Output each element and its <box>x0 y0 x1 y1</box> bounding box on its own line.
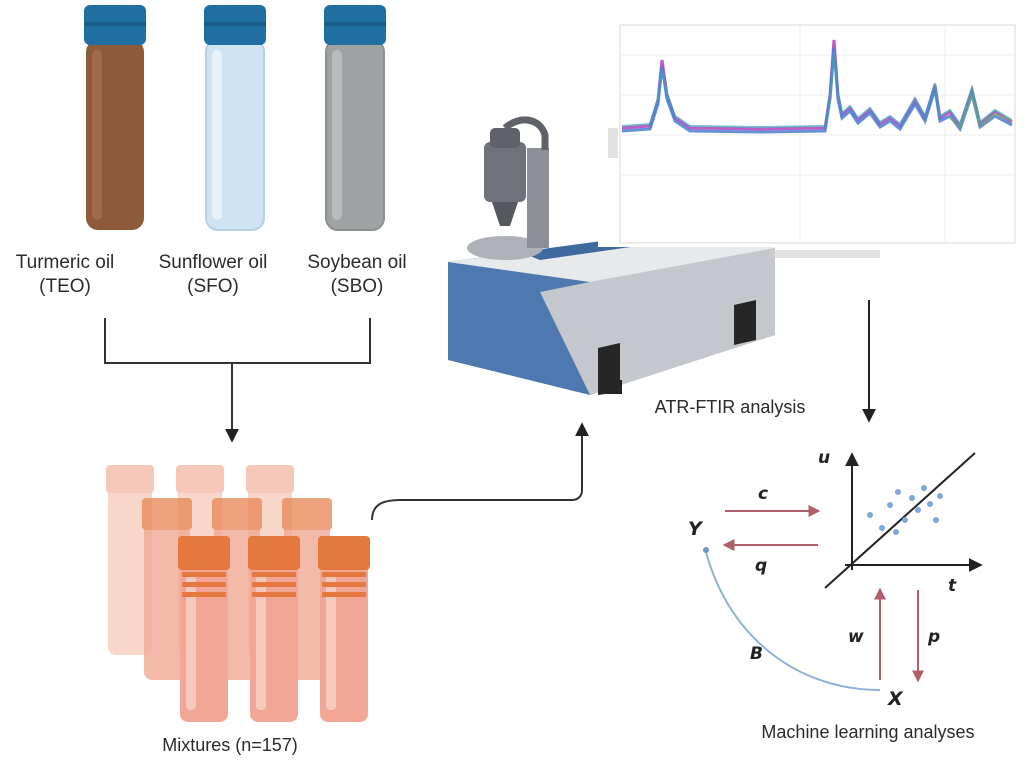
t-label: t <box>948 576 957 596</box>
ml-label: Machine learning analyses <box>761 722 975 742</box>
pls-diagram <box>703 452 983 691</box>
regression-line <box>824 452 976 589</box>
y-label: Y <box>688 518 702 540</box>
ftir-spectrum-plot <box>598 15 1018 258</box>
w-label: w <box>848 627 864 647</box>
oil-code: (SBO) <box>330 276 384 297</box>
u-label: u <box>818 448 831 468</box>
oil-label-soybean: Soybean oil (SBO) <box>292 251 422 299</box>
vial-turmeric-oil <box>84 5 146 230</box>
b-label: B <box>750 644 763 664</box>
merge-bracket <box>104 318 371 364</box>
x-label: X <box>888 688 903 710</box>
c-label: c <box>758 484 769 504</box>
oil-code: (TEO) <box>39 276 91 297</box>
p-label: p <box>928 627 941 647</box>
vial-sunflower-oil <box>204 5 266 231</box>
b-curve <box>705 551 881 691</box>
vial-soybean-oil <box>324 5 386 231</box>
oil-name: Sunflower oil <box>158 252 268 273</box>
oil-code: (SFO) <box>187 276 239 297</box>
q-label: q <box>755 556 768 576</box>
oil-name: Soybean oil <box>307 252 407 273</box>
atr-ftir-instrument <box>448 116 775 395</box>
oil-label-turmeric: Turmeric oil (TEO) <box>0 251 130 299</box>
mixture-tubes <box>106 465 370 722</box>
scatter-points <box>867 485 943 535</box>
oil-label-sunflower: Sunflower oil (SFO) <box>143 251 283 299</box>
atr-ftir-label: ATR-FTIR analysis <box>654 397 806 417</box>
arrow-to-instrument <box>371 422 589 521</box>
oil-name: Turmeric oil <box>15 252 115 273</box>
mixtures-label: Mixtures (n=157) <box>162 735 298 755</box>
